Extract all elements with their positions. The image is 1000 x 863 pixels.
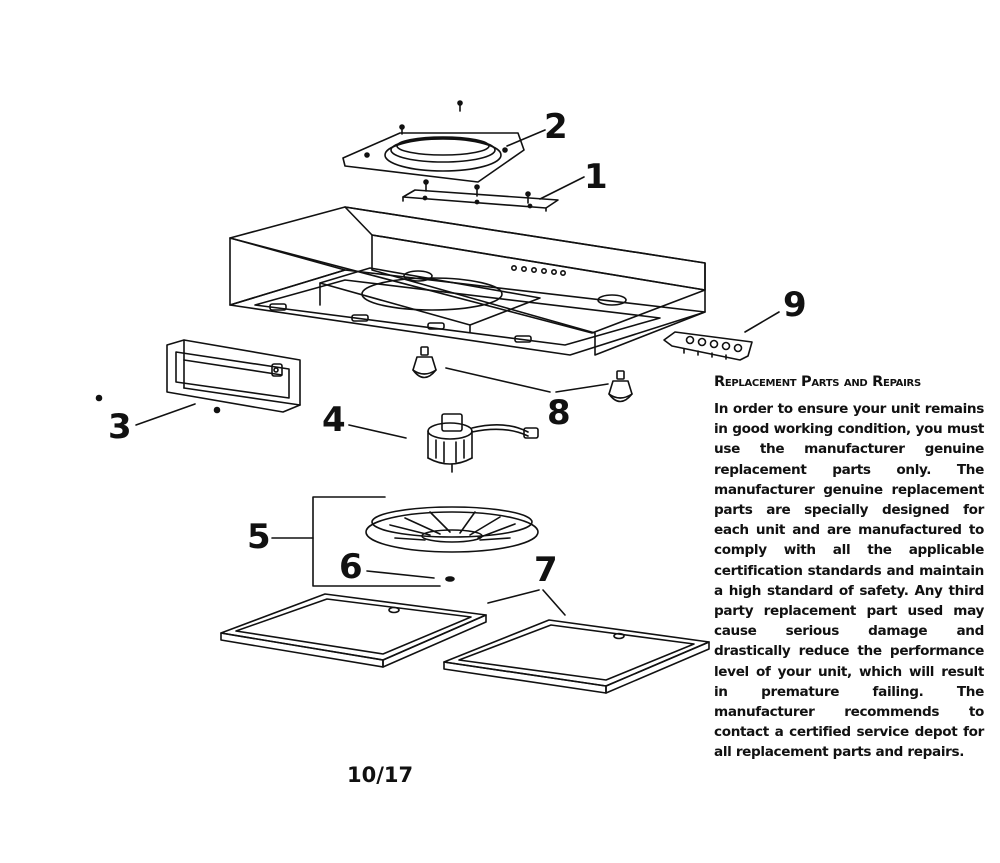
replacement-parts-section: Replacement Parts and Repairs In order t… [714, 374, 984, 763]
part-5-blower-wheel [365, 506, 539, 553]
callout-4: 4 [322, 400, 346, 440]
screw-icons [399, 100, 531, 204]
callout-9: 9 [783, 285, 807, 325]
part-6-nut [445, 576, 455, 582]
callout-8: 8 [547, 393, 571, 433]
screw-icon [213, 406, 221, 414]
part-2-duct-collar [342, 132, 525, 183]
callout-6: 6 [339, 547, 363, 587]
range-hood-body [229, 206, 706, 356]
part-8-halogen-bulb [412, 346, 437, 379]
part-9-control-board [663, 331, 753, 361]
part-1-bracket [402, 189, 559, 212]
part-4-motor [427, 413, 539, 473]
section-body: In order to ensure your unit remains in … [714, 401, 984, 761]
section-title: Replacement Parts and Repairs [714, 374, 921, 390]
part-3-light-housing [166, 339, 301, 413]
callout-5: 5 [247, 517, 271, 557]
part-7-grease-filter [443, 619, 710, 694]
callout-3: 3 [108, 407, 132, 447]
part-5-bracket-line [312, 496, 441, 587]
page-number: 10/17 [347, 763, 414, 787]
callout-1: 1 [584, 157, 608, 197]
callout-2: 2 [544, 107, 568, 147]
part-8-halogen-bulb [608, 370, 633, 403]
part-7-grease-filter [220, 593, 487, 668]
leader-lines [135, 129, 780, 616]
callout-7: 7 [534, 550, 558, 590]
screw-icon [95, 394, 103, 402]
